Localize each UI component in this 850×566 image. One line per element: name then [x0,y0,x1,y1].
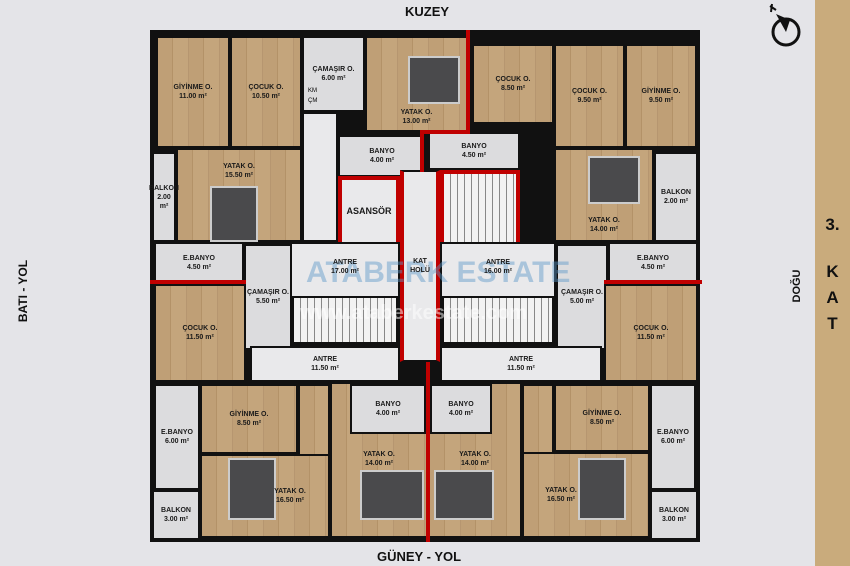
bed-icon [210,186,258,242]
room-bedroom-w-strip [298,384,330,456]
room-child-ne1: ÇOCUK O.8.50 m² [472,44,554,124]
room-dressing-ne: GİYİNME O.9.50 m² [625,44,697,148]
floor-letter-k: K [826,262,839,281]
room-dressing-sw: GİYİNME O.8.50 m² [200,384,298,454]
room-dressing-se: GİYİNME O.8.50 m² [554,384,650,452]
staircase-upper [440,170,520,246]
bed-icon [408,56,460,104]
apartment-boundary [426,362,430,542]
bed-icon [578,458,626,520]
west-label: BATI - YOL [16,259,30,323]
apartment-boundary [150,280,246,284]
south-label: GÜNEY - YOL [377,549,462,564]
room-child-e: ÇOCUK O.11.50 m² [604,284,698,382]
room-elevator: ASANSÖR [338,176,400,246]
stairs-e [442,296,554,344]
apartment-boundary [420,130,470,134]
floor-letter-a: A [826,288,839,307]
room-child-nw: ÇOCUK O.10.50 m² [230,36,302,148]
bed-icon [434,470,494,520]
apartment-boundary [466,30,470,134]
compass-icon [769,3,801,47]
room-laundry-w: ÇAMAŞIR O.5.50 m² [244,244,292,350]
bed-icon [360,470,424,520]
corridor-n [302,112,338,242]
bed-icon [228,458,276,520]
north-label: KUZEY [405,4,450,19]
floor-letter-t: T [827,314,838,333]
room-child-ne2: ÇOCUK O.9.50 m² [554,44,625,148]
stairs-w [292,296,398,344]
apartment-boundary [420,130,424,172]
room-bedroom-e-strip [522,384,554,454]
room-floor-hall: KAT HOLÜ [400,170,440,362]
room-laundry-n: ÇAMAŞIR O.6.00 m² [302,36,365,112]
floor-number: 3. [825,215,840,234]
apartment-boundary [604,280,702,284]
bed-icon [588,156,640,204]
dryer-label: ÇM [308,98,318,104]
east-label: DOĞU [791,269,803,303]
floor-sidebar: 3. K A T [815,0,850,566]
room-laundry-e: ÇAMAŞIR O.5.00 m² [556,244,608,350]
washer-label: KM [308,88,317,94]
room-dressing-nw: GİYİNME O.11.00 m² [156,36,230,148]
room-child-w: ÇOCUK O.11.50 m² [154,284,246,382]
